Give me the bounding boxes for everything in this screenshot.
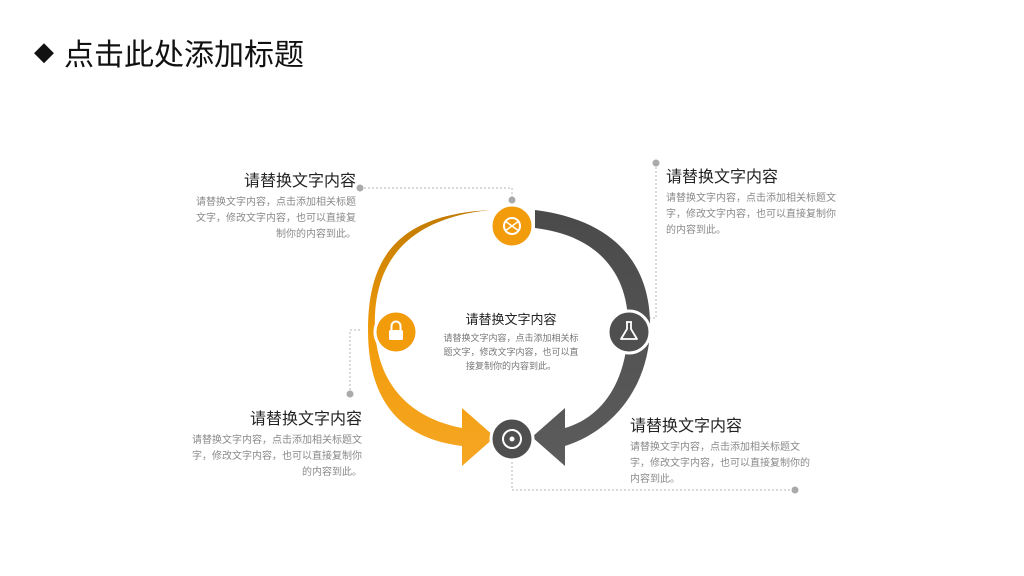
block-body: 请替换文字内容，点击添加相关标题文字，修改文字内容，也可以直接复制你的内容到此。 bbox=[196, 197, 356, 240]
text-block-bottom-left: 请替换文字内容 请替换文字内容，点击添加相关标题文字，修改文字内容，也可以直接复… bbox=[190, 405, 362, 481]
text-block-top-right: 请替换文字内容 请替换文字内容，点击添加相关标题文字，修改文字内容，也可以直接复… bbox=[666, 163, 844, 239]
block-body: 请替换文字内容，点击添加相关标题文字，修改文字内容，也可以直接复制你的内容到此。 bbox=[192, 435, 362, 478]
lock-icon bbox=[373, 309, 419, 355]
sports-ball-icon bbox=[489, 203, 535, 249]
page-title: ◆ 点击此处添加标题 bbox=[34, 30, 304, 74]
text-block-top-left: 请替换文字内容 请替换文字内容，点击添加相关标题文字，修改文字内容，也可以直接复… bbox=[188, 167, 356, 243]
block-body: 请替换文字内容，点击添加相关标题文字，修改文字内容，也可以直接复制你的内容到此。 bbox=[666, 193, 836, 236]
orange-arrow bbox=[368, 210, 495, 466]
disc-icon bbox=[489, 416, 535, 462]
block-body: 请替换文字内容，点击添加相关标题文字，修改文字内容，也可以直接复制你的内容到此。 bbox=[630, 442, 810, 485]
page-title-text: 点击此处添加标题 bbox=[64, 38, 304, 73]
center-body: 请替换文字内容，点击添加相关标题文字，修改文字内容，也可以直接复制你的内容到此。 bbox=[443, 334, 579, 372]
gray-arrow bbox=[532, 210, 651, 466]
block-heading: 请替换文字内容 bbox=[243, 171, 356, 190]
block-heading: 请替换文字内容 bbox=[666, 167, 779, 186]
block-heading: 请替换文字内容 bbox=[630, 416, 743, 435]
connector-lines bbox=[349, 163, 795, 491]
block-heading: 请替换文字内容 bbox=[249, 409, 362, 428]
diamond-bullet-icon: ◆ bbox=[34, 37, 54, 67]
center-heading: 请替换文字内容 bbox=[465, 313, 557, 328]
center-text-block: 请替换文字内容 请替换文字内容，点击添加相关标题文字，修改文字内容，也可以直接复… bbox=[440, 309, 582, 374]
connector-dots bbox=[346, 159, 799, 494]
flask-icon bbox=[606, 309, 652, 355]
text-block-bottom-right: 请替换文字内容 请替换文字内容，点击添加相关标题文字，修改文字内容，也可以直接复… bbox=[630, 412, 810, 488]
